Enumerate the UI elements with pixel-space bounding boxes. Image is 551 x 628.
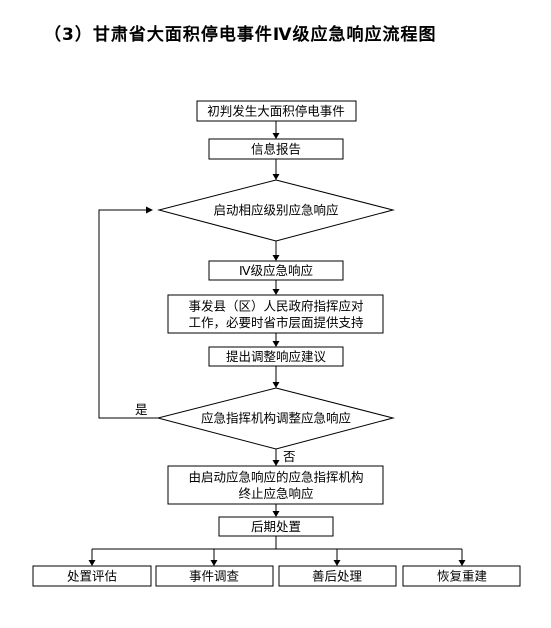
edge-label-no: 否 (283, 449, 296, 464)
arrowhead (272, 341, 280, 347)
arrowhead (272, 382, 280, 388)
arrowhead (333, 560, 341, 566)
arrowhead (272, 511, 280, 517)
node-activate-decision: 启动相应级别应急响应 (157, 179, 395, 242)
node-level4-label: Ⅳ级应急响应 (239, 263, 313, 278)
node-recovery-handle-label: 善后处理 (312, 569, 363, 584)
node-rebuild: 恢复重建 (402, 565, 521, 587)
node-report: 信息报告 (208, 138, 344, 160)
arrowhead (272, 255, 280, 261)
connector-yes-loop (98, 209, 158, 419)
node-adjust-decision-label: 应急指挥机构调整应急响应 (201, 411, 351, 426)
arrowhead (272, 289, 280, 295)
edge-label-yes: 是 (135, 402, 148, 417)
node-adjust-decision: 应急指挥机构调整应急响应 (156, 387, 395, 450)
node-investigate-label: 事件调查 (189, 569, 240, 584)
node-county-response: 事发县（区）人民政府指挥应对 工作，必要时省市层面提供支持 (167, 294, 384, 334)
node-terminate: 由启动应急响应的应急指挥机构 终止应急响应 (167, 465, 384, 505)
node-eval-label: 处置评估 (67, 569, 117, 584)
node-report-label: 信息报告 (251, 142, 301, 157)
node-county-label-line1: 事发县（区）人民政府指挥应对 (188, 299, 363, 314)
arrowhead (272, 133, 280, 139)
arrowhead (146, 206, 153, 214)
arrowhead (458, 560, 466, 566)
node-rebuild-label: 恢复重建 (437, 569, 488, 584)
node-adjust-suggest: 提出调整响应建议 (208, 346, 344, 367)
node-aftermath-label: 后期处置 (251, 519, 301, 534)
node-aftermath: 后期处置 (218, 516, 334, 537)
node-county-label-line2: 工作，必要时省市层面提供支持 (188, 315, 363, 330)
node-terminate-label-line1: 由启动应急响应的应急指挥机构 (188, 470, 363, 485)
page-title: （3）甘肃省大面积停电事件Ⅳ级应急响应流程图 (44, 25, 437, 45)
node-adjust-suggest-label: 提出调整响应建议 (226, 349, 327, 364)
node-start: 初判发生大面积停电事件 (196, 100, 357, 122)
node-terminate-label-line2: 终止应急响应 (238, 486, 313, 501)
arrowhead (272, 460, 280, 466)
arrowhead (210, 560, 218, 566)
arrowhead (272, 174, 280, 180)
node-level4: Ⅳ级应急响应 (208, 260, 344, 281)
arrowhead (88, 560, 96, 566)
node-activate-label: 启动相应级别应急响应 (213, 203, 338, 218)
node-eval: 处置评估 (32, 565, 152, 587)
node-investigate: 事件调查 (155, 565, 274, 587)
node-start-label: 初判发生大面积停电事件 (207, 104, 345, 119)
node-recovery-handle: 善后处理 (278, 565, 397, 587)
connectors (88, 121, 466, 566)
